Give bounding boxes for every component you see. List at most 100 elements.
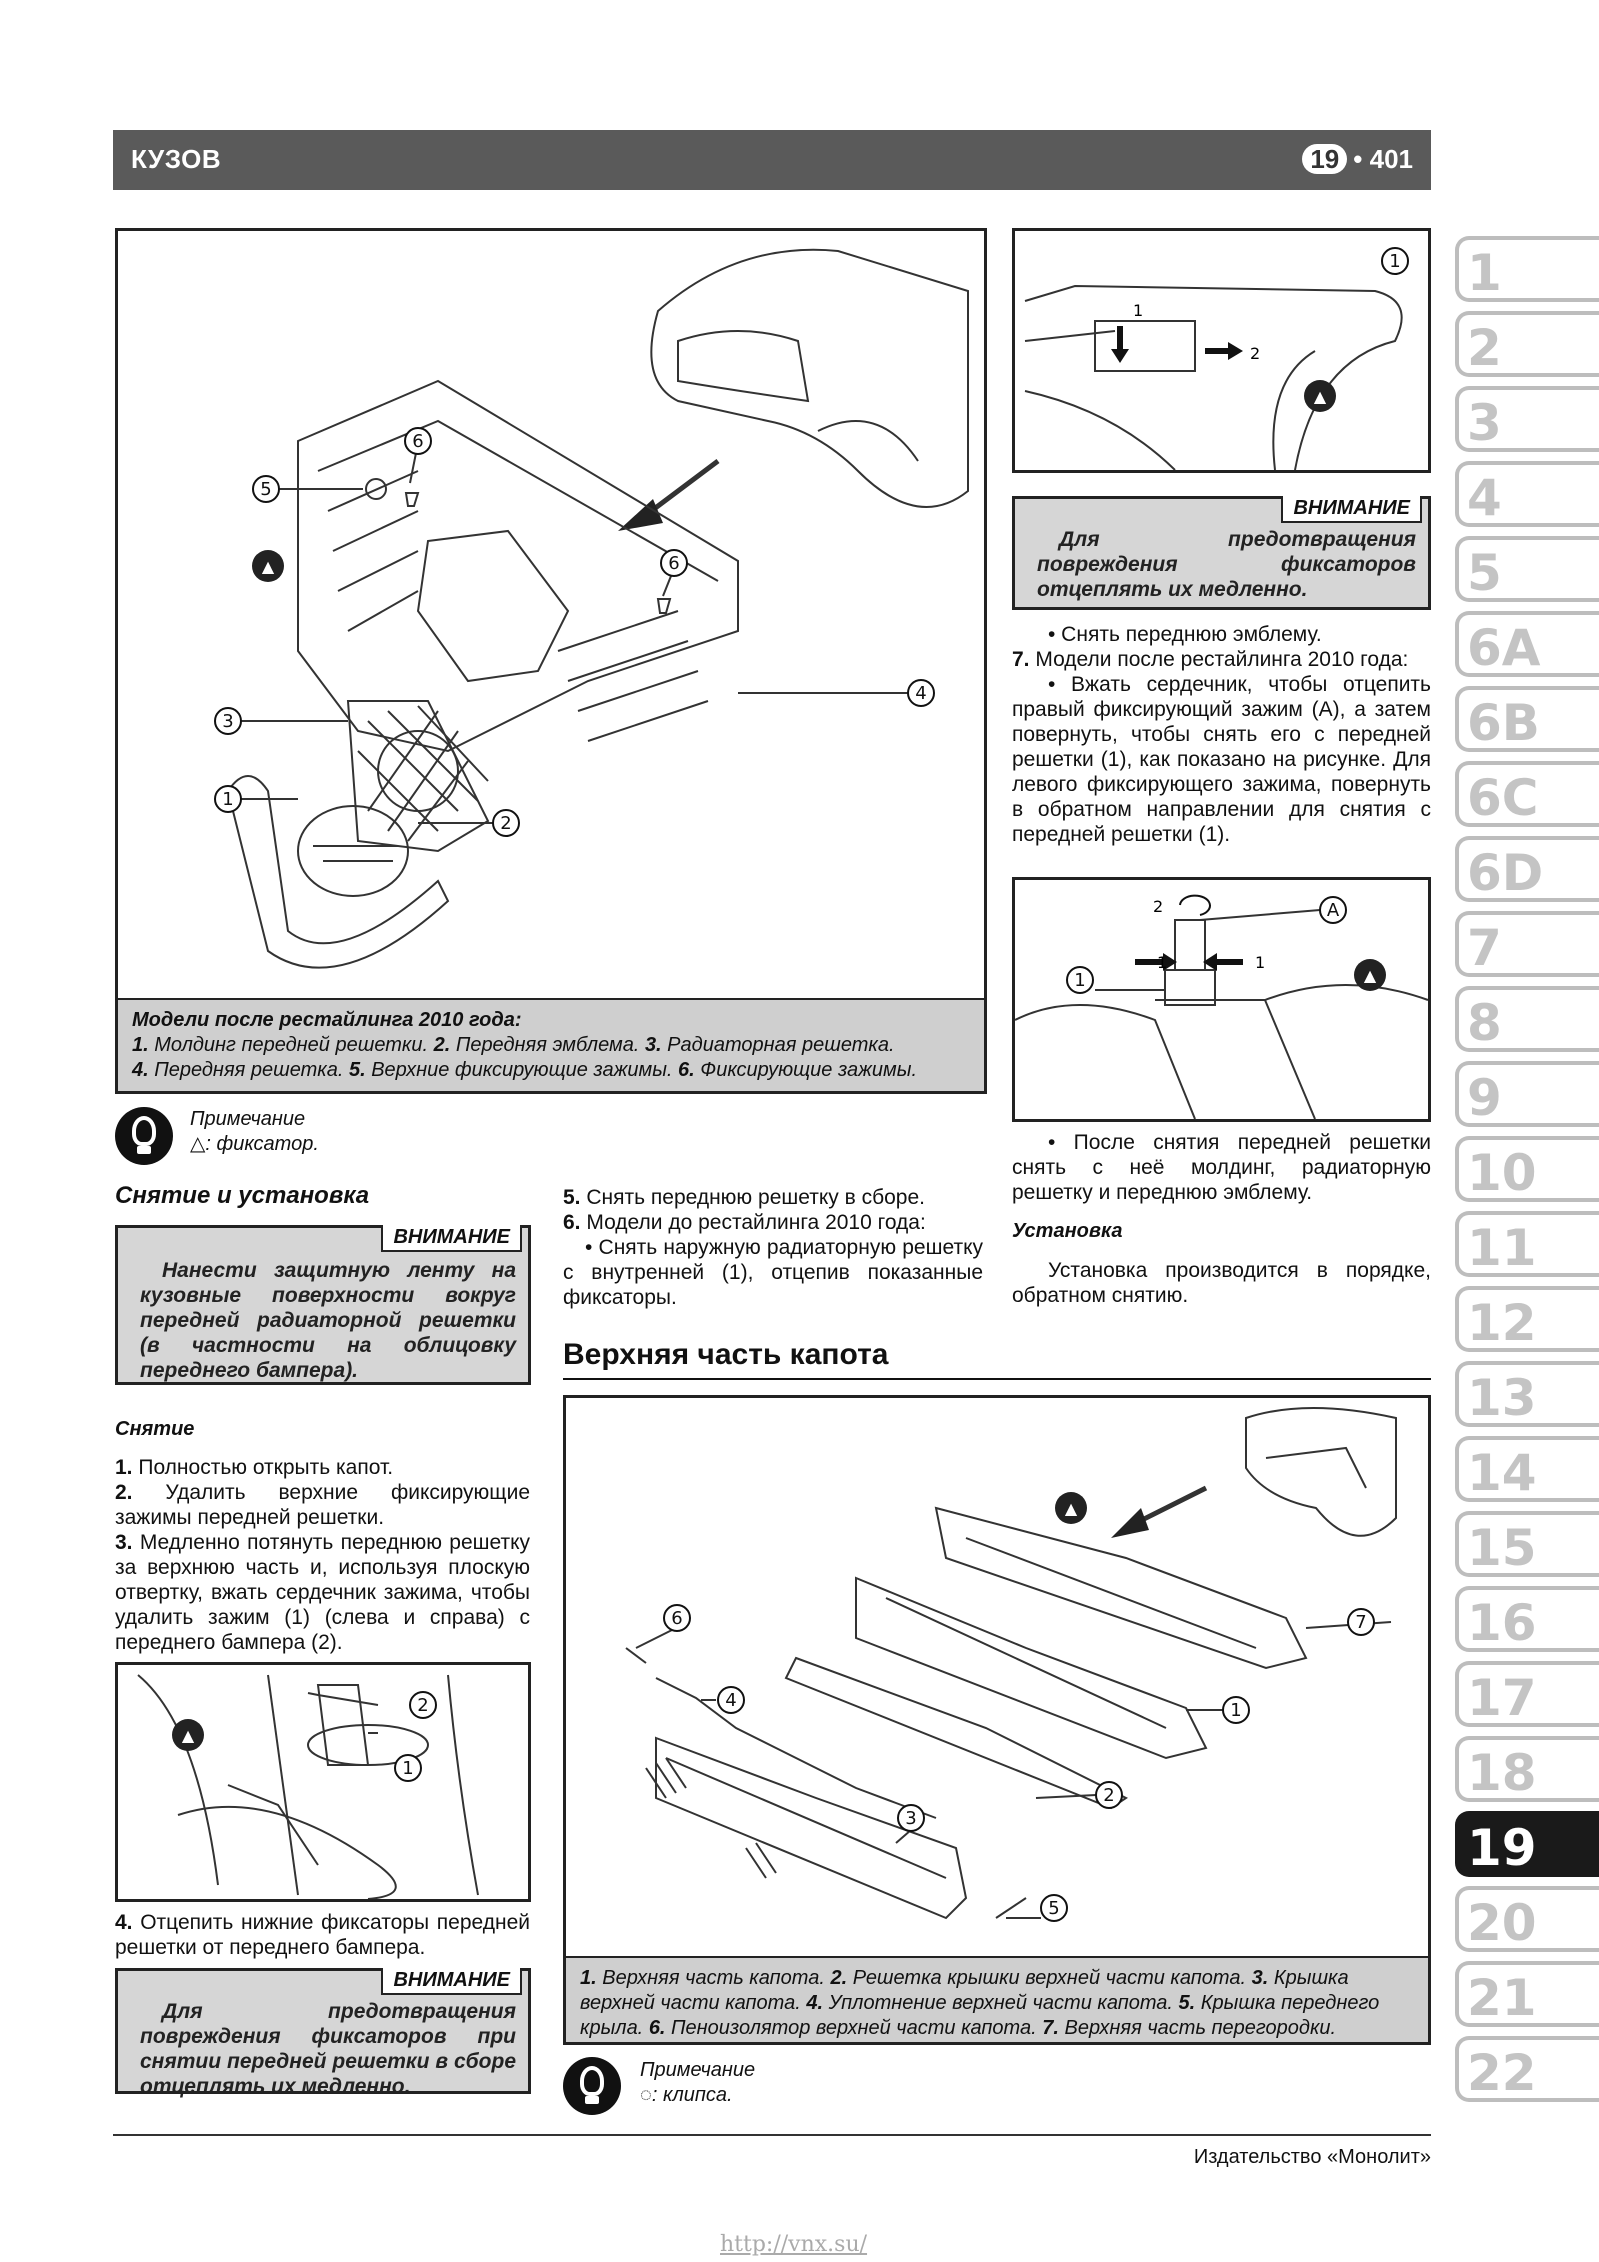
tab-6c[interactable]: 6C [1455,761,1599,827]
emblem-clip-diagram: 1 2 1 ▲ [1024,247,1409,470]
svg-text:3: 3 [905,1808,916,1829]
subheading-installation: Установка [1012,1220,1123,1242]
installation-text: Установка производится в порядке, обратн… [1012,1259,1431,1307]
svg-text:7: 7 [1355,1612,1366,1633]
callout-7: 7 [1347,1608,1375,1636]
callout-3: 3 [897,1804,925,1832]
tab-15[interactable]: 15 [1455,1511,1599,1577]
bullet-remove-emblem: • Снять переднюю эмблему. [1048,623,1322,646]
callout-5: 5 [1040,1894,1068,1922]
callout-6: 6 [404,427,432,455]
note-bulb-icon [563,2057,621,2115]
tab-22[interactable]: 22 [1455,2036,1599,2102]
page-header: КУЗОВ 19• 401 [113,130,1431,190]
svg-text:▲: ▲ [1364,966,1377,985]
svg-text:4: 4 [915,683,926,704]
figure-emblem-clip: 1 2 1 ▲ [1012,228,1431,473]
callout-2: 2 [492,809,520,837]
svg-text:6: 6 [671,1608,682,1629]
callout-a: A [1319,896,1347,924]
tab-17[interactable]: 17 [1455,1661,1599,1727]
tab-12[interactable]: 12 [1455,1286,1599,1352]
tab-16[interactable]: 16 [1455,1586,1599,1652]
dashed-circle-icon: ◌ [640,2084,652,2106]
callout-6: 6 [663,1604,691,1632]
triangle-icon: △ [190,1133,206,1155]
page-bullet: • [1353,144,1363,174]
svg-text:1: 1 [1133,301,1143,320]
svg-text:3: 3 [222,711,233,732]
tab-11[interactable]: 11 [1455,1211,1599,1277]
warning-tag: ВНИМАНИЕ [1281,496,1422,523]
tab-8[interactable]: 8 [1455,986,1599,1052]
warning-tag: ВНИМАНИЕ [381,1968,522,1995]
step-6-bullet: • Снять наружную радиаторную решетку с в… [563,1236,983,1309]
svg-text:▲: ▲ [182,1726,195,1745]
tab-3[interactable]: 3 [1455,386,1599,452]
tab-4[interactable]: 4 [1455,461,1599,527]
svg-text:1: 1 [1389,251,1400,272]
warning-text: Для предотвращения повреждения фиксаторо… [1037,528,1416,601]
manufacturer-logo-icon: ▲ [252,550,284,582]
warning-text: Нанести защитную ленту на кузовные повер… [140,1259,516,1382]
figure-retainer-clip: 2 1 1 1 A ▲ [1012,877,1431,1122]
svg-text:2: 2 [500,813,511,834]
page-number: 19• 401 [1302,144,1413,175]
publisher: Издательство «Монолит» [1193,2146,1431,2168]
svg-text:1: 1 [1230,1700,1241,1721]
warning-text: Для предотвращения повреждения фиксаторо… [140,2000,516,2098]
svg-text:4: 4 [725,1690,736,1711]
figure-caption: 1. Верхняя часть капота. 2. Решетка крыш… [566,1956,1428,2042]
svg-text:1: 1 [1255,953,1265,972]
subheading-removal: Снятие [115,1418,195,1440]
tab-19[interactable]: 19 [1455,1811,1599,1877]
svg-text:1: 1 [222,789,233,810]
figure-clip-removal: 2 1 ▲ [115,1662,531,1902]
tab-9[interactable]: 9 [1455,1061,1599,1127]
svg-text:▲: ▲ [1065,1499,1078,1518]
tab-20[interactable]: 20 [1455,1886,1599,1952]
manufacturer-logo-icon: ▲ [1354,959,1386,991]
svg-text:2: 2 [417,1695,428,1716]
tab-10[interactable]: 10 [1455,1136,1599,1202]
tab-21[interactable]: 21 [1455,1961,1599,2027]
warning-tag: ВНИМАНИЕ [381,1225,522,1252]
svg-text:▲: ▲ [262,557,275,576]
manufacturer-logo-icon: ▲ [172,1719,204,1751]
tab-5[interactable]: 5 [1455,536,1599,602]
tab-1[interactable]: 1 [1455,236,1599,302]
tab-6d[interactable]: 6D [1455,836,1599,902]
note-bulb-icon [115,1107,173,1165]
tab-18[interactable]: 18 [1455,1736,1599,1802]
tab-14[interactable]: 14 [1455,1436,1599,1502]
callout-6b: 6 [660,549,688,577]
step-2: 2. Удалить верхние фиксирующие зажимы пе… [115,1481,530,1529]
hood-top-diagram: 1 2 3 4 5 6 7 ▲ [625,1407,1397,1922]
figure-front-grille: 1 2 3 4 5 6 6 ▲ Модели после рестайлинга… [115,228,987,1094]
step-6: 6. Модели до рестайлинга 2010 года: [563,1211,926,1234]
section-title: КУЗОВ [131,144,222,174]
watermark-url: http://vnx.su/ [720,2232,868,2257]
tab-6a[interactable]: 6A [1455,611,1599,677]
callout-5: 5 [252,475,280,503]
svg-text:6: 6 [668,553,679,574]
svg-text:A: A [1327,900,1340,921]
step-7-bullet: • Вжать сердечник, чтобы отцепить правый… [1012,673,1431,846]
manufacturer-logo-icon: ▲ [1304,380,1336,412]
note-fixator: Примечание △: фиксатор. [190,1108,319,1155]
callout-1: 1 [1222,1696,1250,1724]
tab-13[interactable]: 13 [1455,1361,1599,1427]
callout-1: 1 [394,1754,422,1782]
callout-2: 2 [1095,1781,1123,1809]
tab-6b[interactable]: 6B [1455,686,1599,752]
callout-4: 4 [717,1686,745,1714]
tab-2[interactable]: 2 [1455,311,1599,377]
step-4: 4. Отцепить нижние фиксаторы передней ре… [115,1911,530,1959]
svg-text:5: 5 [260,479,271,500]
heading-removal-installation: Снятие и установка [115,1182,370,1209]
tab-7[interactable]: 7 [1455,911,1599,977]
clip-removal-diagram: 2 1 ▲ [137,1674,479,1899]
svg-text:2: 2 [1153,897,1163,916]
retainer-clip-diagram: 2 1 1 1 A ▲ [1015,894,1428,1119]
svg-text:6: 6 [412,431,423,452]
